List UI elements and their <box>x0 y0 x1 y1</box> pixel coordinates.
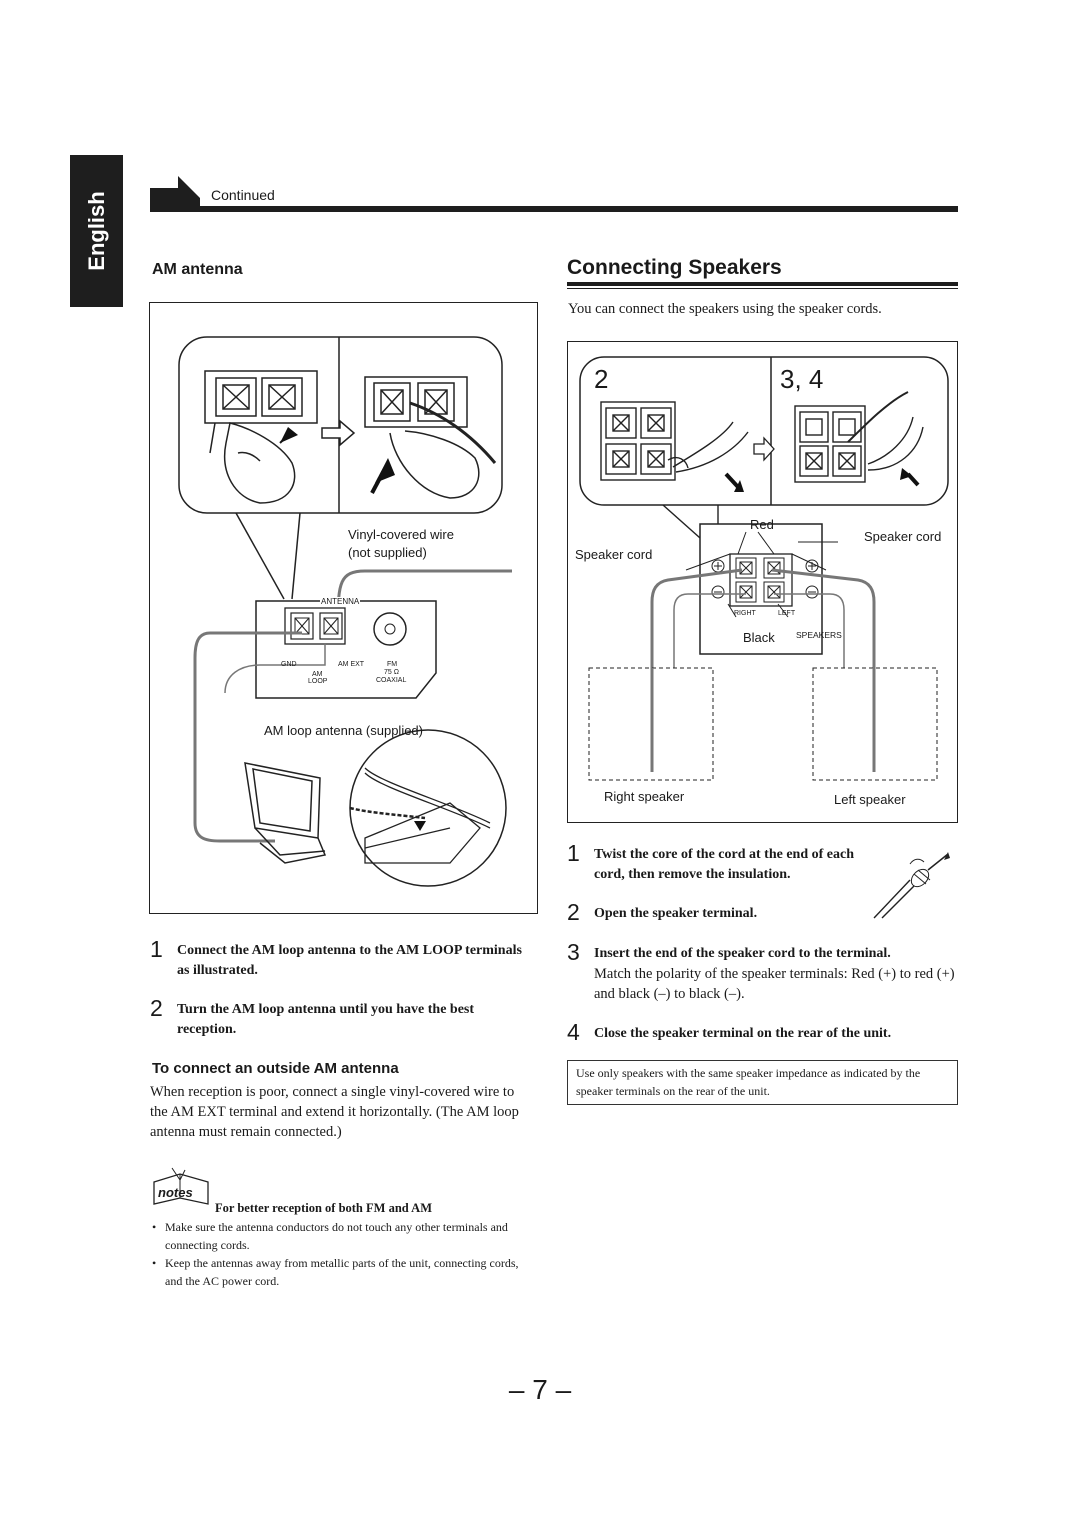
right-small-label: RIGHT <box>734 610 756 617</box>
outside-antenna-body: When reception is poor, connect a single… <box>150 1084 519 1140</box>
right-speaker-label: Right speaker <box>604 789 685 804</box>
right-step-4-text: Close the speaker terminal on the rear o… <box>594 1026 892 1041</box>
speakers-label: SPEAKERS <box>796 630 842 640</box>
right-step-3-number: 3 <box>567 939 580 965</box>
left-step-1-number: 1 <box>150 936 163 962</box>
header-rule <box>150 206 958 212</box>
left-step-1-text: Connect the AM loop antenna to the AM LO… <box>177 943 522 978</box>
language-label: English <box>83 191 109 271</box>
am-ext-label: AM EXT <box>338 661 365 668</box>
right-step-1-text: Twist the core of the cord at the end of… <box>594 847 854 882</box>
right-step-2-text: Open the speaker terminal. <box>594 906 758 921</box>
right-step-3-text: Insert the end of the speaker cord to th… <box>594 946 891 961</box>
continued-label: Continued <box>211 187 275 203</box>
fm-ohm-label: 75 Ω <box>384 669 399 676</box>
notes-book-icon <box>153 1167 209 1205</box>
notes-list: Make sure the antenna conductors do not … <box>150 1218 520 1290</box>
language-tab: English <box>70 155 123 307</box>
twisted-cord-icon <box>873 852 950 919</box>
red-label: Red <box>750 517 774 532</box>
notes-item: Keep the antennas away from metallic par… <box>150 1254 520 1290</box>
speakers-illustration <box>579 356 949 781</box>
left-step-2-text: Turn the AM loop antenna until you have … <box>177 1002 475 1037</box>
am-antenna-heading: AM antenna <box>152 261 243 278</box>
outside-antenna-heading: To connect an outside AM antenna <box>152 1060 399 1077</box>
connecting-speakers-heading: Connecting Speakers <box>567 256 782 279</box>
am-label: AM <box>312 671 323 678</box>
gnd-label: GND <box>281 661 297 668</box>
not-supplied-label: (not supplied) <box>348 545 427 560</box>
right-step-4-number: 4 <box>567 1019 580 1045</box>
speaker-cord-left-label: Speaker cord <box>575 547 653 562</box>
left-small-label: LEFT <box>778 610 796 617</box>
notes-item: Make sure the antenna conductors do not … <box>150 1218 520 1254</box>
coaxial-label: COAXIAL <box>376 677 407 684</box>
notes-title: For better reception of both FM and AM <box>215 1201 432 1215</box>
speakers-figure: 2 3, 4 Red Speaker cord Speaker cord RIG… <box>567 341 958 823</box>
heading-rule-thin <box>567 288 958 289</box>
antenna-label: ANTENNA <box>320 597 361 606</box>
impedance-note: Use only speakers with the same speaker … <box>567 1060 958 1105</box>
heading-rule-thick <box>567 282 958 286</box>
notes-icon-label: notes <box>158 1185 193 1200</box>
page-number: – 7 – <box>508 1374 572 1405</box>
am-antenna-illustration <box>178 336 512 887</box>
left-speaker-label: Left speaker <box>834 792 906 807</box>
right-step-3-detail: Match the polarity of the speaker termin… <box>594 966 955 1002</box>
vinyl-wire-label: Vinyl-covered wire <box>348 527 454 542</box>
panel-step-2: 2 <box>594 364 609 394</box>
black-label: Black <box>743 630 775 645</box>
fm-label: FM <box>387 661 398 668</box>
left-step-2-number: 2 <box>150 995 163 1021</box>
am-antenna-figure: Vinyl-covered wire (not supplied) ANTENN… <box>149 302 538 914</box>
intro-text: You can connect the speakers using the s… <box>568 301 882 317</box>
right-step-2-number: 2 <box>567 899 580 925</box>
speaker-cord-right-label: Speaker cord <box>864 529 942 544</box>
am-loop-supplied-label: AM loop antenna (supplied) <box>264 723 423 738</box>
panel-step-3-4: 3, 4 <box>780 364 824 394</box>
continued-arrow-icon <box>150 176 200 206</box>
loop-label: LOOP <box>308 678 328 685</box>
right-step-1-number: 1 <box>567 840 580 866</box>
